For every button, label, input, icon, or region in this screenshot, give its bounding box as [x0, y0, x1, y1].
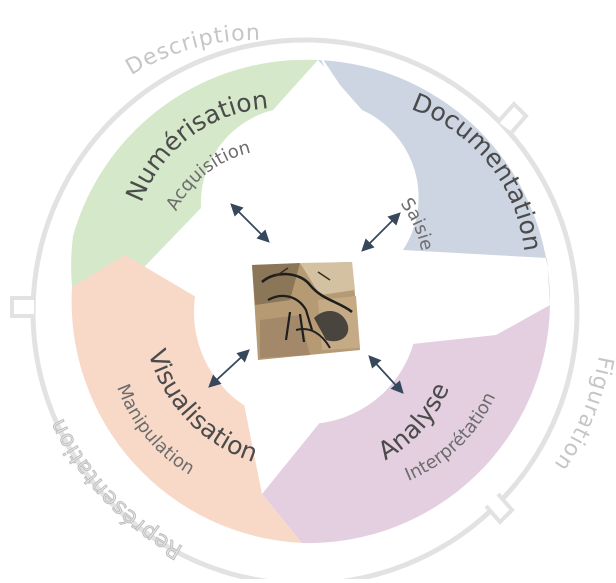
segment-analyse [262, 305, 550, 544]
center-image-cave-art [252, 262, 360, 360]
segment-numerisation [71, 59, 318, 287]
arrow-analyse [368, 355, 404, 394]
segment-documentation [318, 60, 551, 305]
ring-tab-left [10, 296, 34, 318]
ring-tab-top-right [496, 101, 529, 134]
segment-separators [318, 52, 362, 122]
ring-tab-bottom-right [484, 492, 515, 525]
arrow-documentation [361, 212, 401, 252]
arrow-visualisation [208, 349, 250, 388]
segment-visualisation [71, 255, 302, 543]
bidirectional-arrows [208, 203, 404, 394]
arrow-numerisation [230, 203, 270, 243]
outer-ring [10, 37, 580, 583]
